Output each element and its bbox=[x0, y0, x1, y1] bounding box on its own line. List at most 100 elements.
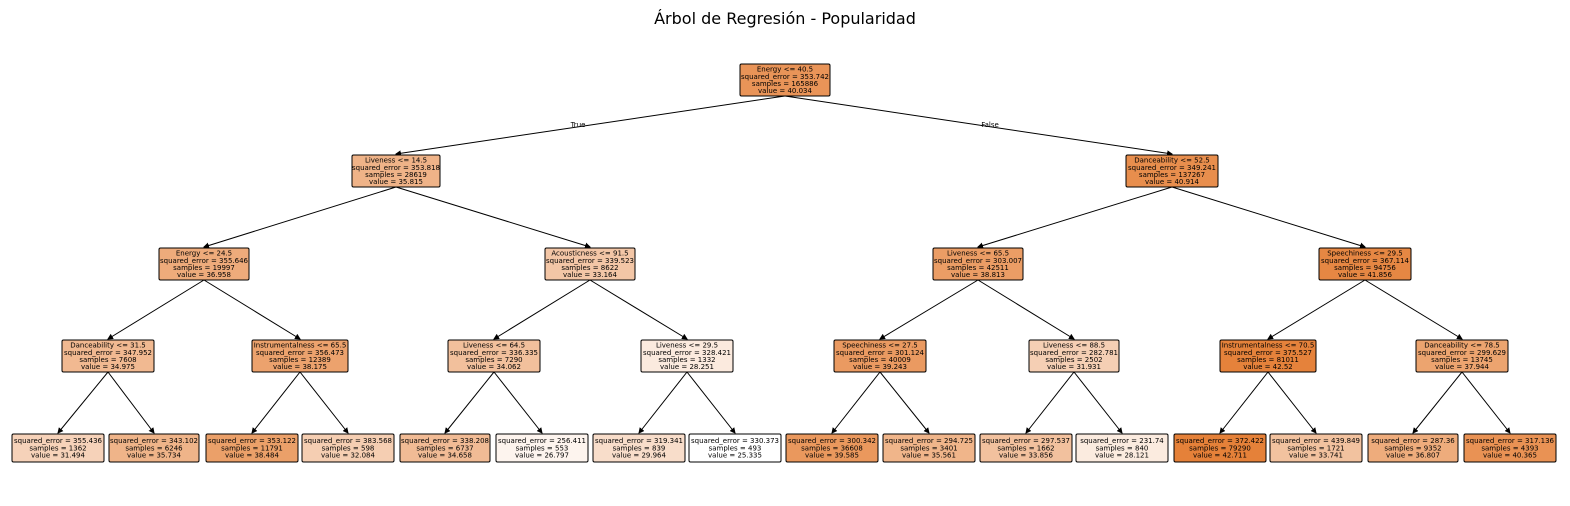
node-text-line: Danceability <= 78.5 bbox=[1424, 342, 1500, 350]
node-text-line: squared_error = 330.373 bbox=[691, 437, 779, 445]
node-text-line: samples = 137267 bbox=[1139, 171, 1205, 179]
node-text-line: squared_error = 383.568 bbox=[304, 437, 392, 445]
node-box bbox=[882, 433, 976, 463]
tree-edge bbox=[589, 279, 688, 340]
tree-edge bbox=[831, 371, 881, 434]
chart-title: Árbol de Regresión - Popularidad bbox=[654, 9, 916, 28]
node-box bbox=[785, 433, 879, 463]
tree-edge bbox=[107, 279, 205, 340]
node-text-line: Energy <= 40.5 bbox=[757, 66, 813, 74]
node-text-line: Acousticness <= 91.5 bbox=[551, 250, 628, 258]
node-text-line: samples = 42511 bbox=[947, 264, 1009, 272]
node-text-line: samples = 79290 bbox=[1189, 444, 1251, 452]
node-box bbox=[979, 433, 1073, 463]
node-text-line: squared_error = 328.421 bbox=[643, 349, 731, 357]
node-text-line: value = 34.062 bbox=[467, 363, 521, 371]
node-text-line: samples = 3401 bbox=[900, 444, 957, 452]
tree-edge bbox=[1267, 371, 1317, 434]
node-text-line: value = 40.365 bbox=[1483, 452, 1537, 460]
node-text-line: value = 41.856 bbox=[1338, 271, 1392, 279]
node-text-line: value = 33.164 bbox=[563, 271, 617, 279]
node-text-line: value = 28.121 bbox=[1095, 452, 1149, 460]
node-text-line: Liveness <= 88.5 bbox=[1043, 342, 1105, 350]
tree-edge bbox=[879, 371, 930, 434]
node-box bbox=[205, 433, 299, 463]
node-box bbox=[1269, 433, 1363, 463]
node-box bbox=[495, 433, 589, 463]
node-text-line: samples = 598 bbox=[322, 444, 375, 452]
node-text-line: squared_error = 353.122 bbox=[208, 437, 296, 445]
node-box bbox=[301, 433, 395, 463]
node-text-line: value = 28.251 bbox=[660, 363, 714, 371]
node-text-line: squared_error = 299.629 bbox=[1418, 349, 1506, 357]
node-text-line: samples = 7608 bbox=[79, 356, 136, 364]
node-text-line: squared_error = 317.136 bbox=[1466, 437, 1555, 445]
tree-edge bbox=[57, 371, 109, 434]
node-text-line: squared_error = 355.436 bbox=[14, 437, 103, 445]
node-text-line: value = 38.175 bbox=[273, 363, 327, 371]
node-text-line: squared_error = 294.725 bbox=[885, 437, 973, 445]
node-box bbox=[1075, 433, 1169, 463]
node-box bbox=[640, 339, 734, 373]
node-text-line: samples = 4393 bbox=[1481, 444, 1538, 452]
tree-edge bbox=[444, 371, 495, 434]
node-text-line: samples = 6246 bbox=[125, 444, 183, 452]
node-text-line: samples = 12389 bbox=[269, 356, 331, 364]
tree-edge bbox=[203, 186, 397, 249]
tree-edge bbox=[1073, 371, 1123, 434]
node-box bbox=[1028, 339, 1120, 373]
node-text-line: value = 31.494 bbox=[31, 452, 85, 460]
node-text-line: value = 36.958 bbox=[177, 271, 231, 279]
node-text-line: squared_error = 336.335 bbox=[450, 349, 538, 357]
node-box bbox=[1173, 433, 1267, 463]
node-text-line: Speechiness <= 29.5 bbox=[1327, 250, 1403, 258]
node-text-line: squared_error = 372.422 bbox=[1176, 437, 1264, 445]
node-text-line: samples = 493 bbox=[709, 444, 762, 452]
node-text-line: squared_error = 301.124 bbox=[836, 349, 925, 357]
node-text-line: Liveness <= 14.5 bbox=[365, 157, 427, 165]
node-text-line: Danceability <= 52.5 bbox=[1134, 157, 1210, 165]
tree-edge bbox=[1025, 371, 1075, 434]
node-box bbox=[1367, 433, 1459, 463]
node-box bbox=[1318, 247, 1412, 281]
edge-label-true: True bbox=[570, 121, 586, 129]
node-text-line: value = 38.813 bbox=[951, 271, 1005, 279]
tree-edge bbox=[1171, 186, 1366, 249]
node-text-line: value = 37.944 bbox=[1435, 363, 1489, 371]
node-box bbox=[1125, 154, 1219, 188]
node-text-line: Liveness <= 64.5 bbox=[463, 342, 525, 350]
node-text-line: squared_error = 367.114 bbox=[1321, 257, 1410, 265]
edge-label-false: False bbox=[981, 121, 999, 129]
node-text-line: samples = 94756 bbox=[1334, 264, 1396, 272]
node-text-line: samples = 8622 bbox=[561, 264, 618, 272]
node-text-line: squared_error = 356.473 bbox=[256, 349, 344, 357]
node-box bbox=[544, 247, 636, 281]
tree-edge bbox=[638, 371, 688, 434]
node-text-line: value = 34.975 bbox=[81, 363, 135, 371]
node-text-line: value = 26.797 bbox=[515, 452, 569, 460]
node-text-line: samples = 6737 bbox=[416, 444, 473, 452]
node-text-line: value = 35.561 bbox=[902, 452, 956, 460]
node-text-line: value = 40.034 bbox=[758, 87, 812, 95]
node-text-line: squared_error = 347.952 bbox=[64, 349, 152, 357]
node-text-line: squared_error = 338.208 bbox=[401, 437, 489, 445]
